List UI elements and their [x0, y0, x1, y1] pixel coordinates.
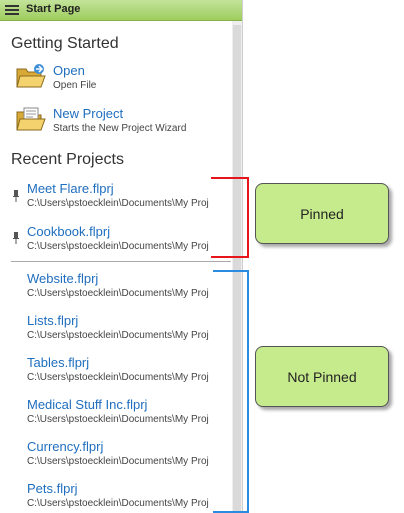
vertical-scrollbar[interactable]	[232, 21, 242, 513]
pin-icon[interactable]	[13, 190, 19, 202]
new-project-folder-icon	[16, 107, 46, 131]
recent-project-item[interactable]: Lists.flprj C:\Users\pstoecklein\Documen…	[27, 313, 232, 341]
pin-icon[interactable]	[13, 232, 19, 244]
not-pinned-bracket	[213, 270, 249, 513]
recent-project-item[interactable]: Medical Stuff Inc.flprj C:\Users\pstoeck…	[27, 397, 232, 425]
recent-project-item[interactable]: Currency.flprj C:\Users\pstoecklein\Docu…	[27, 439, 232, 467]
pinned-callout: Pinned	[255, 183, 389, 244]
not-pinned-callout: Not Pinned	[255, 346, 389, 407]
project-name[interactable]: Pets.flprj	[27, 481, 78, 496]
window-title: Start Page	[26, 3, 81, 15]
recent-project-item[interactable]: Cookbook.flprj C:\Users\pstoecklein\Docu…	[27, 224, 232, 252]
project-path: C:\Users\pstoecklein\Documents\My Proj	[27, 372, 209, 383]
project-path: C:\Users\pstoecklein\Documents\My Proj	[27, 241, 209, 252]
scrollbar-thumb[interactable]	[233, 25, 241, 511]
recent-projects-heading: Recent Projects	[11, 151, 124, 168]
pinned-bracket	[211, 177, 249, 258]
pinned-divider	[11, 261, 231, 262]
recent-project-item[interactable]: Meet Flare.flprj C:\Users\pstoecklein\Do…	[27, 181, 232, 209]
new-project-label[interactable]: New Project	[53, 106, 124, 121]
project-path: C:\Users\pstoecklein\Documents\My Proj	[27, 198, 209, 209]
getting-started-heading: Getting Started	[11, 35, 119, 52]
project-path: C:\Users\pstoecklein\Documents\My Proj	[27, 414, 209, 425]
new-project-description: Starts the New Project Wizard	[53, 123, 187, 134]
start-page-titlebar: Start Page	[0, 0, 242, 21]
project-path: C:\Users\pstoecklein\Documents\My Proj	[27, 330, 209, 341]
open-folder-icon	[16, 64, 46, 88]
recent-project-item[interactable]: Website.flprj C:\Users\pstoecklein\Docum…	[27, 271, 232, 299]
project-name[interactable]: Currency.flprj	[27, 439, 104, 454]
project-path: C:\Users\pstoecklein\Documents\My Proj	[27, 498, 209, 509]
project-name[interactable]: Cookbook.flprj	[27, 224, 111, 239]
project-name[interactable]: Medical Stuff Inc.flprj	[27, 397, 148, 412]
recent-project-item[interactable]: Pets.flprj C:\Users\pstoecklein\Document…	[27, 481, 232, 509]
project-name[interactable]: Website.flprj	[27, 271, 99, 286]
project-name[interactable]: Tables.flprj	[27, 355, 90, 370]
open-description: Open File	[53, 80, 97, 91]
hamburger-menu-icon[interactable]	[5, 5, 19, 15]
open-label[interactable]: Open	[53, 63, 85, 78]
recent-project-item[interactable]: Tables.flprj C:\Users\pstoecklein\Docume…	[27, 355, 232, 383]
project-name[interactable]: Lists.flprj	[27, 313, 79, 328]
project-path: C:\Users\pstoecklein\Documents\My Proj	[27, 456, 209, 467]
start-page-panel: Start Page Getting Started Open Open Fil…	[0, 0, 243, 513]
project-name[interactable]: Meet Flare.flprj	[27, 181, 114, 196]
project-path: C:\Users\pstoecklein\Documents\My Proj	[27, 288, 209, 299]
